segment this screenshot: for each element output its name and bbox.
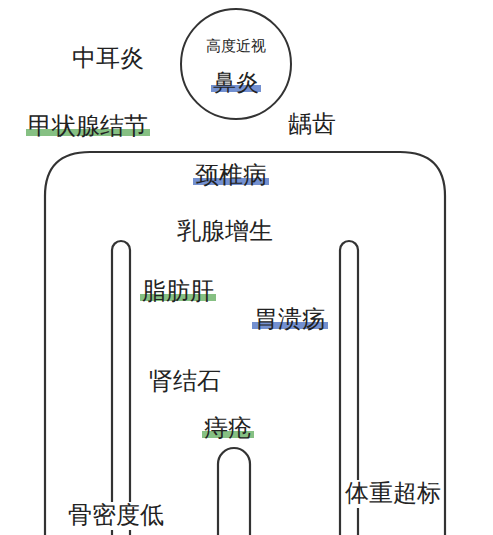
body-line — [218, 448, 250, 535]
ailment-label: 肾结石 — [147, 368, 223, 396]
body-outline-shape — [0, 150, 493, 535]
head-ailment: 鼻炎 — [211, 69, 261, 97]
body-line — [45, 152, 445, 535]
ailment-label: 胃溃疡 — [252, 306, 328, 334]
ailment-label: 甲状腺结节 — [26, 113, 150, 141]
head-note: 高度近视 — [204, 37, 268, 55]
ailment-label: 乳腺增生 — [175, 218, 275, 246]
body-line — [112, 241, 130, 535]
ailment-label: 体重超标 — [343, 480, 443, 508]
ailment-label: 脂肪肝 — [140, 278, 216, 306]
body-outline: 颈椎病乳腺增生脂肪肝胃溃疡肾结石痔疮 — [0, 150, 493, 535]
ailment-label: 龋齿 — [286, 111, 338, 139]
ailment-label: 颈椎病 — [193, 162, 269, 190]
ailment-label: 中耳炎 — [70, 45, 146, 73]
ailment-label: 骨密度低 — [66, 502, 166, 530]
head-circle: 高度近视鼻炎 — [180, 8, 292, 120]
ailment-label: 痔疮 — [202, 415, 254, 443]
